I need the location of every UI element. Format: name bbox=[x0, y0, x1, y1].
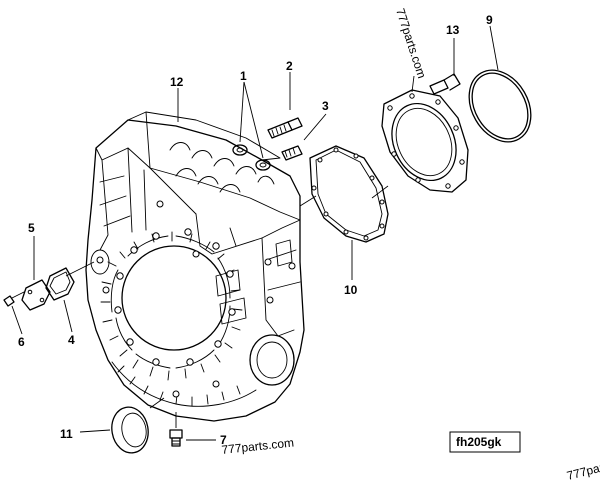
callout-9: 9 bbox=[486, 13, 493, 27]
leader-lines bbox=[11, 25, 499, 441]
washer-part-1 bbox=[232, 144, 271, 171]
callout-3: 3 bbox=[322, 99, 329, 113]
screw-part-6 bbox=[3, 291, 25, 307]
callout-1: 1 bbox=[240, 69, 247, 83]
drawing-code-box bbox=[449, 431, 521, 453]
bolt-part-13 bbox=[429, 73, 461, 95]
stud-part-3 bbox=[281, 145, 303, 161]
bolt-part-2 bbox=[267, 117, 303, 139]
callout-5: 5 bbox=[28, 221, 35, 235]
callout-12: 12 bbox=[170, 75, 184, 89]
callout-11: 11 bbox=[60, 427, 73, 441]
plug-part-7 bbox=[169, 429, 183, 447]
callout-7: 7 bbox=[220, 433, 227, 447]
gasket-part-10 bbox=[309, 145, 389, 243]
seal-part-11 bbox=[111, 406, 149, 454]
watermark-corner: 777parts.com bbox=[565, 452, 600, 483]
callout-13: 13 bbox=[446, 23, 460, 37]
seal-ring-part-9 bbox=[468, 69, 532, 143]
callout-6: 6 bbox=[18, 335, 25, 349]
flywheel-housing bbox=[85, 111, 305, 422]
callout-2: 2 bbox=[286, 59, 293, 73]
cover-plate bbox=[381, 89, 469, 193]
watermark-main: 777parts.com bbox=[221, 435, 295, 457]
watermark-rotated: 777parts.com bbox=[393, 7, 429, 80]
gasket-part-4 bbox=[45, 267, 75, 301]
cover-part-5 bbox=[21, 279, 51, 311]
callout-10: 10 bbox=[344, 283, 358, 297]
callout-4: 4 bbox=[68, 333, 75, 347]
drawing-code: fh205gk bbox=[456, 435, 502, 449]
